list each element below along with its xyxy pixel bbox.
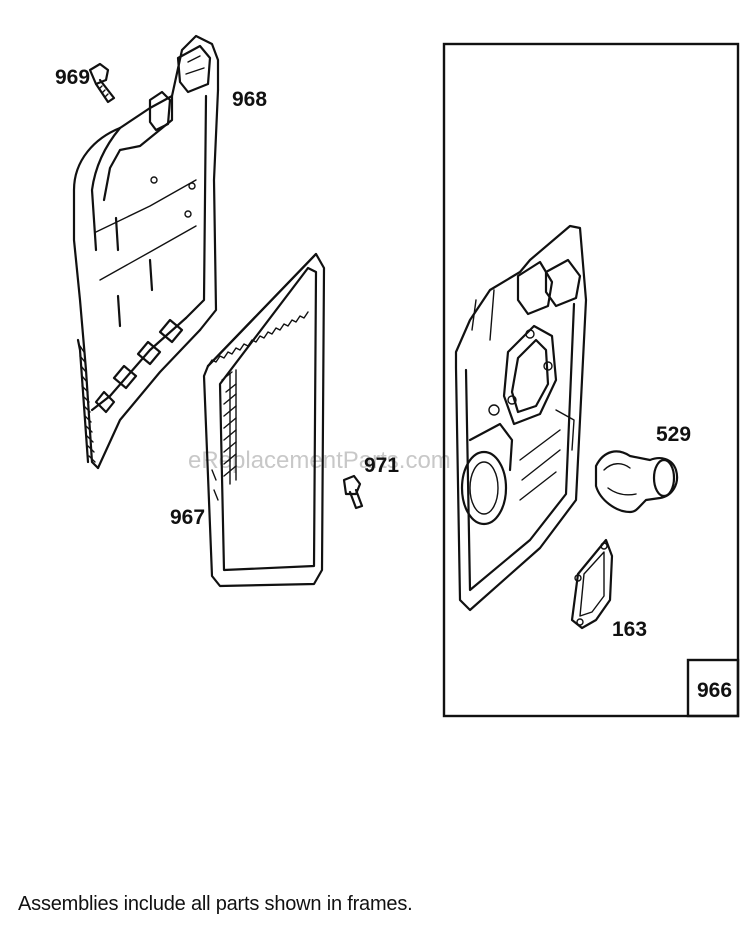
label-969: 969	[55, 66, 90, 89]
label-967: 967	[170, 506, 205, 529]
part-969-screw	[88, 62, 116, 104]
label-968: 968	[232, 88, 267, 111]
part-968-air-cleaner-base	[72, 34, 220, 470]
label-971: 971	[364, 454, 399, 477]
part-966-base-plate	[454, 224, 588, 612]
part-163-gasket	[570, 538, 614, 630]
part-529-elbow	[594, 450, 679, 514]
label-163: 163	[612, 618, 647, 641]
label-529: 529	[656, 423, 691, 446]
assembly-footnote: Assemblies include all parts shown in fr…	[18, 893, 413, 915]
assembly-frame	[442, 42, 740, 718]
frame-label-966: 966	[697, 679, 732, 702]
part-971-screw	[342, 474, 364, 510]
part-967-filter-element	[202, 252, 326, 588]
